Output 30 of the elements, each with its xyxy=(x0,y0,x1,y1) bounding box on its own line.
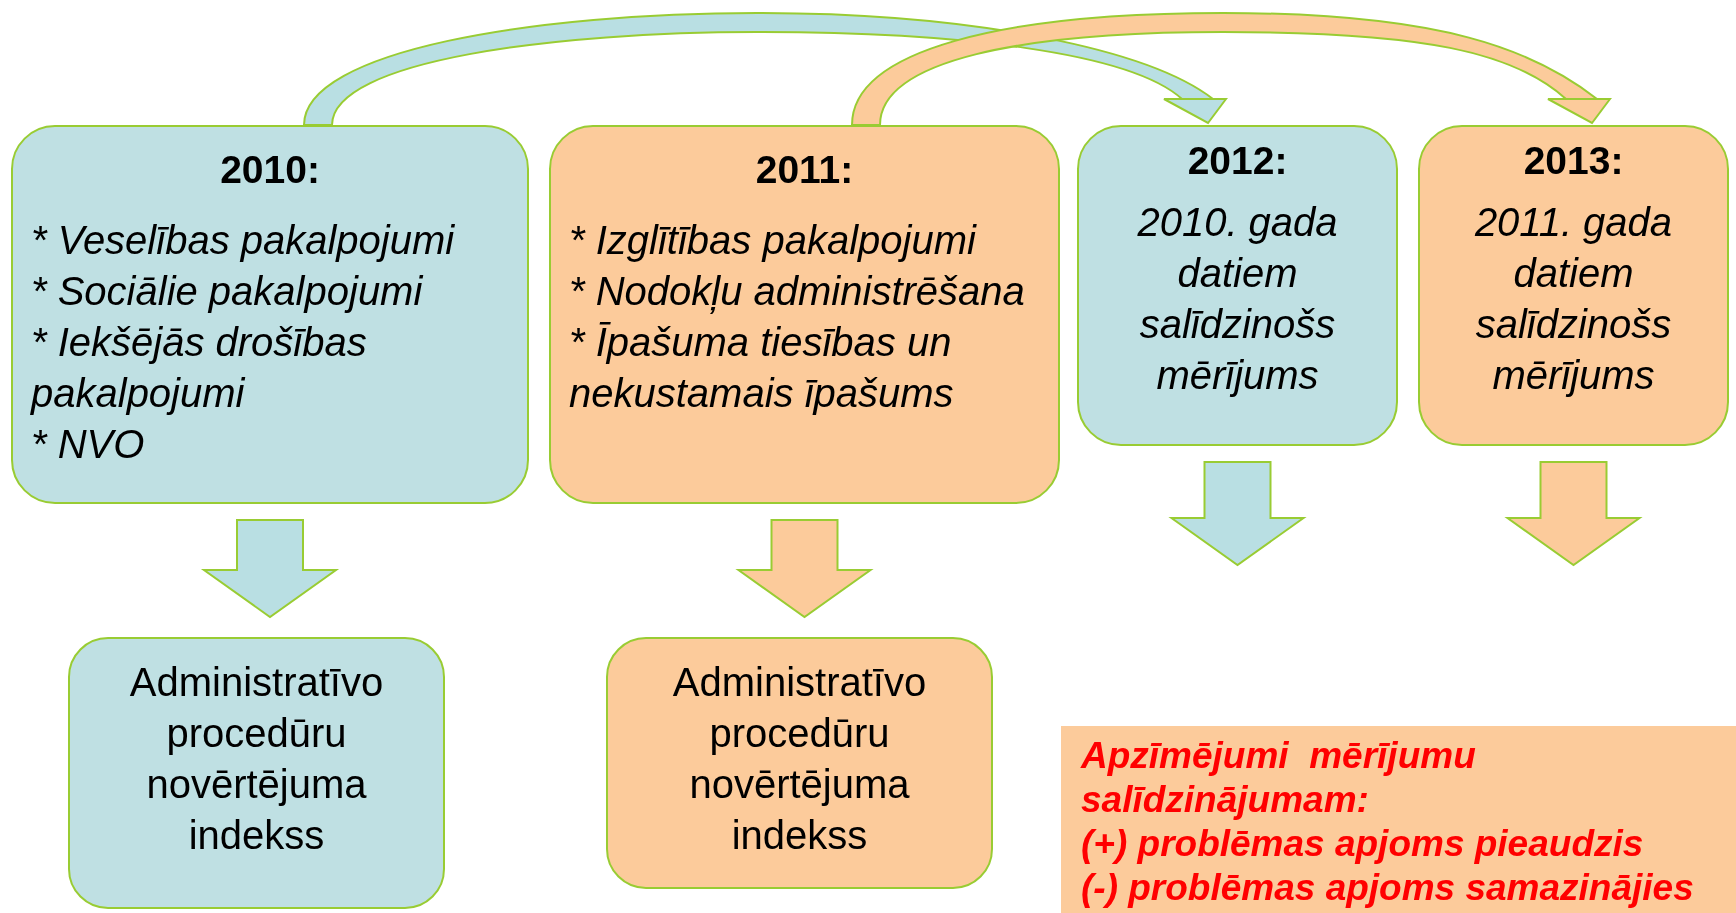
list-item: * Veselības pakalpojumi xyxy=(31,217,456,264)
description-text: 2010. gada datiem salīdzinošs mērījums xyxy=(1136,199,1339,399)
year-box xyxy=(1077,125,1398,446)
legend-text: Apzīmējumi mērījumu salīdzinājumam: xyxy=(1081,734,1477,822)
curved-arrow xyxy=(303,12,1228,126)
year-heading: 2012: xyxy=(1186,138,1289,184)
index-box xyxy=(68,637,445,909)
list-item: * Nodokļu administrēšana xyxy=(569,268,1026,316)
year-heading: 2013: xyxy=(1522,138,1625,184)
list-item: * Īpašuma tiesības un nekustamais īpašums xyxy=(569,319,955,417)
curved-arrow xyxy=(851,12,1612,126)
list-item: * NVO xyxy=(31,421,146,468)
year-box xyxy=(11,125,529,504)
legend-panel xyxy=(1061,726,1736,913)
description-text: 2011. gada datiem salīdzinošs mērījums xyxy=(1473,199,1674,399)
box-text: Administratīvo procedūru novērtējuma indekss xyxy=(671,659,928,859)
legend-text: (+) problēmas apjoms pieaudzis xyxy=(1081,822,1645,866)
block-arrow xyxy=(1168,461,1307,567)
legend-text: (-) problēmas apjoms samazinājies xyxy=(1081,866,1695,910)
block-arrow xyxy=(200,519,340,619)
year-heading: 2010: xyxy=(219,147,321,193)
index-box xyxy=(606,637,993,889)
block-arrow xyxy=(735,519,874,619)
box-text: Administratīvo procedūru novērtējuma indekss xyxy=(128,659,385,859)
year-box xyxy=(1418,125,1729,446)
year-heading: 2011: xyxy=(754,147,855,193)
list-item: * Iekšējās drošības pakalpojumi xyxy=(31,319,368,417)
list-item: * Sociālie pakalpojumi xyxy=(31,268,425,315)
block-arrow xyxy=(1504,461,1643,567)
list-item: * Izglītības pakalpojumi xyxy=(569,217,978,264)
